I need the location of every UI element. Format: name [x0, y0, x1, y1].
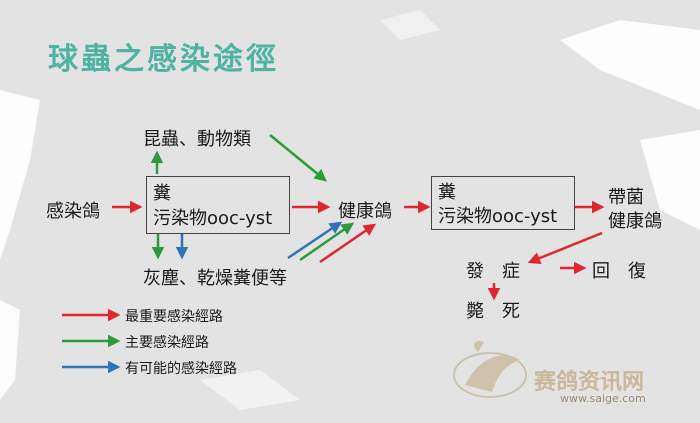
node-dust: 灰塵、乾燥糞便等	[143, 268, 287, 289]
node-healthy-pigeon: 健康鴿	[338, 201, 392, 222]
feces-box2-line1: 糞	[438, 182, 456, 203]
node-carrier-line1: 帶菌	[608, 187, 644, 208]
arrow-carrier-to-onset	[527, 231, 603, 265]
pigeon-logo-icon	[453, 340, 527, 398]
arrow-dust-to-healthy-blue	[287, 221, 343, 260]
node-onset: 發 症	[466, 261, 520, 282]
node-insects: 昆蟲、動物類	[143, 129, 251, 150]
legend-item-blue: 有可能的感染經路	[125, 361, 237, 377]
node-death: 斃 死	[466, 301, 520, 322]
legend-item-green: 主要感染經路	[125, 335, 209, 351]
arrow-insects-to-healthy	[269, 134, 327, 182]
page-title: 球蟲之感染途徑	[48, 42, 279, 77]
feces-box-line2: 污染物ooc-yst	[153, 208, 273, 229]
node-infected-pigeon: 感染鴿	[46, 201, 100, 222]
node-feces-box: 糞 污染物ooc-yst	[146, 176, 290, 234]
legend-item-red: 最重要感染經路	[125, 309, 223, 325]
node-recovery: 回 復	[592, 261, 646, 282]
node-carrier-line2: 健康鴿	[608, 211, 662, 232]
arrow-dust-to-healthy-red	[319, 223, 377, 264]
watermark-name: 赛鸽资讯网	[534, 370, 645, 395]
feces-box2-line2: 污染物ooc-yst	[438, 206, 558, 227]
feces-box-line1: 糞	[153, 183, 171, 204]
arrow-dust-to-healthy-green	[299, 222, 355, 262]
node-feces-box-2: 糞 污染物ooc-yst	[431, 176, 575, 230]
watermark-url: www.saige.com	[560, 392, 646, 405]
background-splashes	[0, 10, 700, 410]
